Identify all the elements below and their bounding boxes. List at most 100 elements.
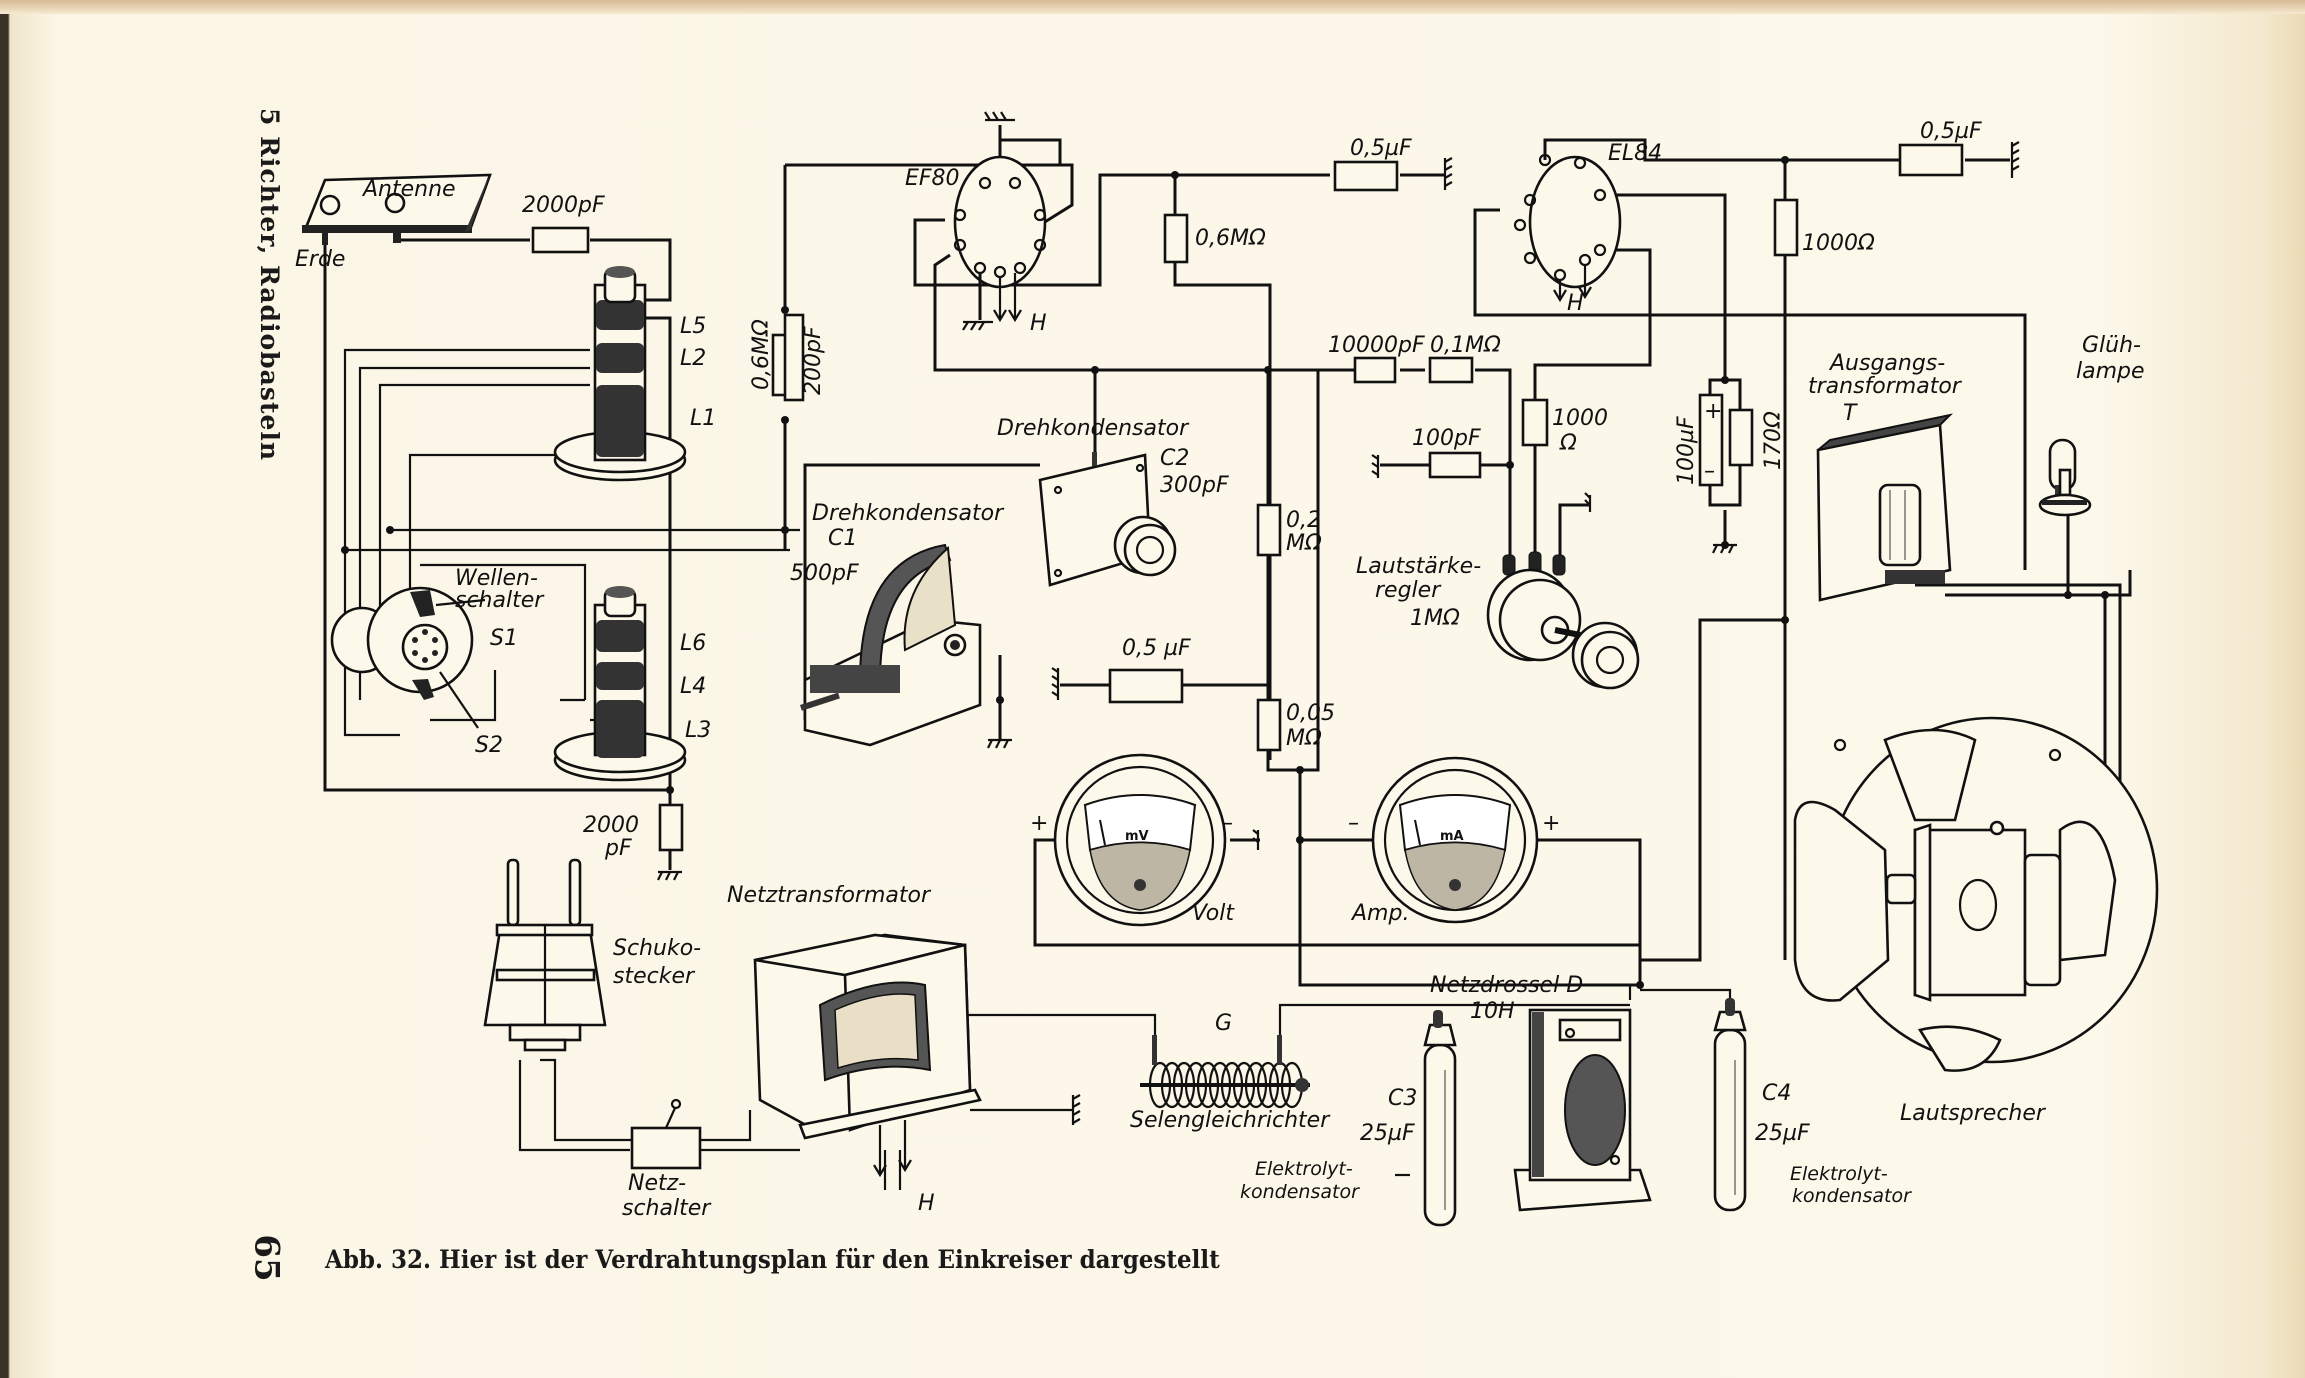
schuko-label-1: Schuko- (613, 936, 701, 961)
capacitor-200pf-grid (783, 313, 805, 402)
ground-symbol (1443, 157, 1453, 190)
resistor-0-05mohm (1256, 698, 1282, 752)
l5-label: L5 (680, 314, 706, 339)
capacitor-100pf (1428, 451, 1482, 479)
ground-symbol (1712, 543, 1737, 554)
ground-symbol (1371, 454, 1380, 478)
antenna-terminal-board (302, 173, 492, 245)
schuko-plug (483, 858, 607, 1052)
c-100pf-label: 100pF (1412, 426, 1481, 451)
mains-transformer (753, 933, 982, 1178)
netztrafo-label: Netztransformator (727, 883, 932, 908)
r-anode-label: 0,6MΩ (1195, 226, 1266, 251)
capacitor-0-5uf (1108, 668, 1184, 704)
variable-capacitor-c1 (800, 543, 982, 747)
r005-label-2: MΩ (1286, 726, 1322, 751)
lautsprecher-label: Lautsprecher (1900, 1101, 2047, 1126)
h-label-ef80: H (1030, 311, 1047, 336)
lautstaerke-label-1: Lautstärke- (1356, 554, 1481, 579)
c-antenna-label: 2000pF (522, 193, 605, 218)
el84-label: EL84 (1608, 141, 1662, 166)
pilot-lamp (2038, 438, 2092, 517)
ausgangs-label-3: T (1843, 401, 1858, 426)
r005-label-1: 0,05 (1286, 701, 1335, 726)
choke-coil (1513, 1008, 1652, 1212)
ground-symbol (1252, 829, 1260, 850)
c-coupling-label: 10000pF (1328, 333, 1425, 358)
capacitor-2000pf-bottom (658, 803, 684, 852)
elko-label-left-2: kondensator (1240, 1181, 1360, 1203)
resistor-0-2mohm (1256, 503, 1282, 557)
variable-capacitor-c2 (1038, 452, 1177, 587)
ammeter: mA (1371, 756, 1539, 924)
antenne-label: Antenne (361, 177, 456, 202)
netzschalter-label-1: Netz- (628, 1171, 686, 1196)
ammeter-unit: mA (1440, 829, 1464, 844)
voltmeter-minus: – (1222, 811, 1233, 836)
mains-switch (630, 1126, 702, 1170)
tube-ef80 (953, 111, 1047, 331)
voltmeter: mV (1053, 753, 1227, 927)
ground-symbol (987, 738, 1012, 749)
ammeter-label: Amp. (1350, 901, 1409, 926)
l1-label: L1 (690, 406, 716, 431)
c-grid-label: 200pF (801, 326, 826, 395)
capacitor-10000pf-coupling (1353, 356, 1397, 384)
r-grid-label: 0,6MΩ (749, 319, 774, 390)
ausgangs-label-1: Ausgangs- (1828, 351, 1945, 376)
c05-label: 0,5 µF (1122, 636, 1191, 661)
capacitor-2000pf-antenna (531, 226, 590, 254)
lautstaerke-label-3: 1MΩ (1410, 606, 1460, 631)
r-170-label: 170Ω (1761, 411, 1786, 470)
c3-label: C3 (1388, 1086, 1417, 1111)
ammeter-minus: – (1348, 811, 1359, 836)
ground-symbol (1051, 667, 1060, 700)
output-transformer (1816, 413, 1954, 602)
c-100uf-label: 100µF (1674, 416, 1699, 485)
running-header: 5 Richter, Radiobasteln (255, 108, 284, 462)
lautstaerke-label-2: regler (1375, 578, 1442, 603)
capacitor-0-5uf-el84 (1898, 143, 1964, 177)
r-1000-label: 1000Ω (1802, 231, 1875, 256)
ammeter-plus: + (1542, 811, 1560, 836)
erde-label: Erde (295, 247, 345, 272)
gluehlampe-label-1: Glüh- (2082, 333, 2141, 358)
capacitor-0-5uf-screen (1333, 160, 1399, 192)
voltmeter-unit: mV (1125, 829, 1149, 844)
voltmeter-label: Volt (1192, 901, 1235, 926)
resistor-1000ohm-cathode (1521, 398, 1549, 447)
schuko-label-2: stecker (613, 964, 696, 989)
volume-potentiometer (1486, 551, 1640, 690)
tube-el84 (1513, 153, 1622, 303)
voltmeter-plus: + (1030, 811, 1048, 836)
r-coupling-label: 0,1MΩ (1430, 333, 1501, 358)
l6-label: L6 (680, 631, 706, 656)
drehko1-title: Drehkondensator (812, 501, 1005, 526)
elko-label-left-1: Elektrolyt- (1255, 1158, 1353, 1180)
resistor-170ohm (1728, 408, 1754, 467)
resistor-1000ohm (1773, 198, 1799, 257)
resistor-0-1mohm-coupling (1428, 356, 1474, 384)
c1-label: C1 (828, 526, 857, 551)
selen-label: Selengleichrichter (1130, 1108, 1331, 1133)
c3-value-label: 25µF (1360, 1121, 1415, 1146)
ground-symbol (2010, 141, 2020, 178)
figure-caption: Abb. 32. Hier ist der Verdrahtungsplan f… (325, 1245, 1220, 1274)
minus-100uf: – (1704, 459, 1715, 484)
c4-label: C4 (1762, 1081, 1791, 1106)
r-1000b-label-1: 1000 (1552, 406, 1608, 431)
netzschalter-label-2: schalter (622, 1196, 712, 1221)
elko-label-right-1: Elektrolyt- (1790, 1163, 1888, 1185)
drossel-value-label: 10H (1470, 999, 1515, 1024)
r02-label-2: MΩ (1286, 531, 1322, 556)
ground-symbol (1584, 492, 1592, 512)
s2-label: S2 (475, 733, 503, 758)
ausgangs-label-2: transformator (1808, 374, 1963, 399)
c-screen-label: 0,5µF (1350, 136, 1412, 161)
wellenschalter-label-2: schalter (455, 588, 545, 613)
l2-label: L2 (680, 346, 706, 371)
c2-label: C2 (1160, 446, 1189, 471)
junction-dots (341, 156, 2109, 989)
wellenschalter-label-1: Wellen- (455, 566, 538, 591)
ground-symbol (657, 870, 682, 881)
